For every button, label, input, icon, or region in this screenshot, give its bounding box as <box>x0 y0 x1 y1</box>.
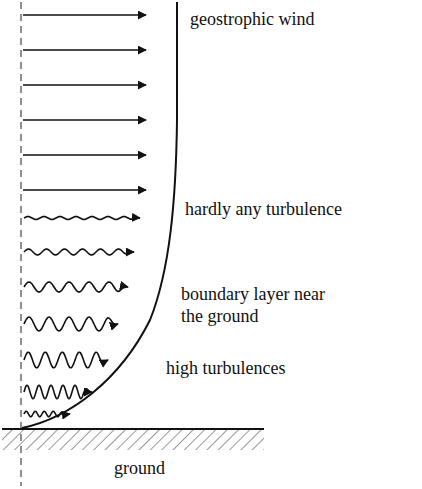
ground-hatching <box>2 430 264 450</box>
wind-arrow <box>23 84 146 86</box>
turbulent-wind-arrow <box>24 249 134 255</box>
ground-label: ground <box>114 458 234 480</box>
reference-axis <box>20 2 21 486</box>
level-label: high turbulences <box>166 358 366 380</box>
wind-arrow <box>23 154 146 156</box>
wind-profile-curve <box>22 2 177 428</box>
turbulent-wind-arrow <box>24 217 140 220</box>
wind-arrow <box>23 119 146 121</box>
ground-line <box>2 428 264 430</box>
level-label: geostrophic wind <box>190 9 390 31</box>
turbulent-wind-arrow <box>24 385 92 398</box>
turbulent-wind-arrow <box>24 317 118 331</box>
wind-arrow <box>23 14 146 16</box>
wind-arrow <box>23 49 146 51</box>
wind-arrow <box>23 189 146 191</box>
turbulent-wind-arrow <box>24 282 128 292</box>
turbulent-wind-arrow <box>24 352 108 368</box>
level-label: hardly any turbulence <box>185 199 405 221</box>
level-label: boundary layer near the ground <box>181 284 331 327</box>
